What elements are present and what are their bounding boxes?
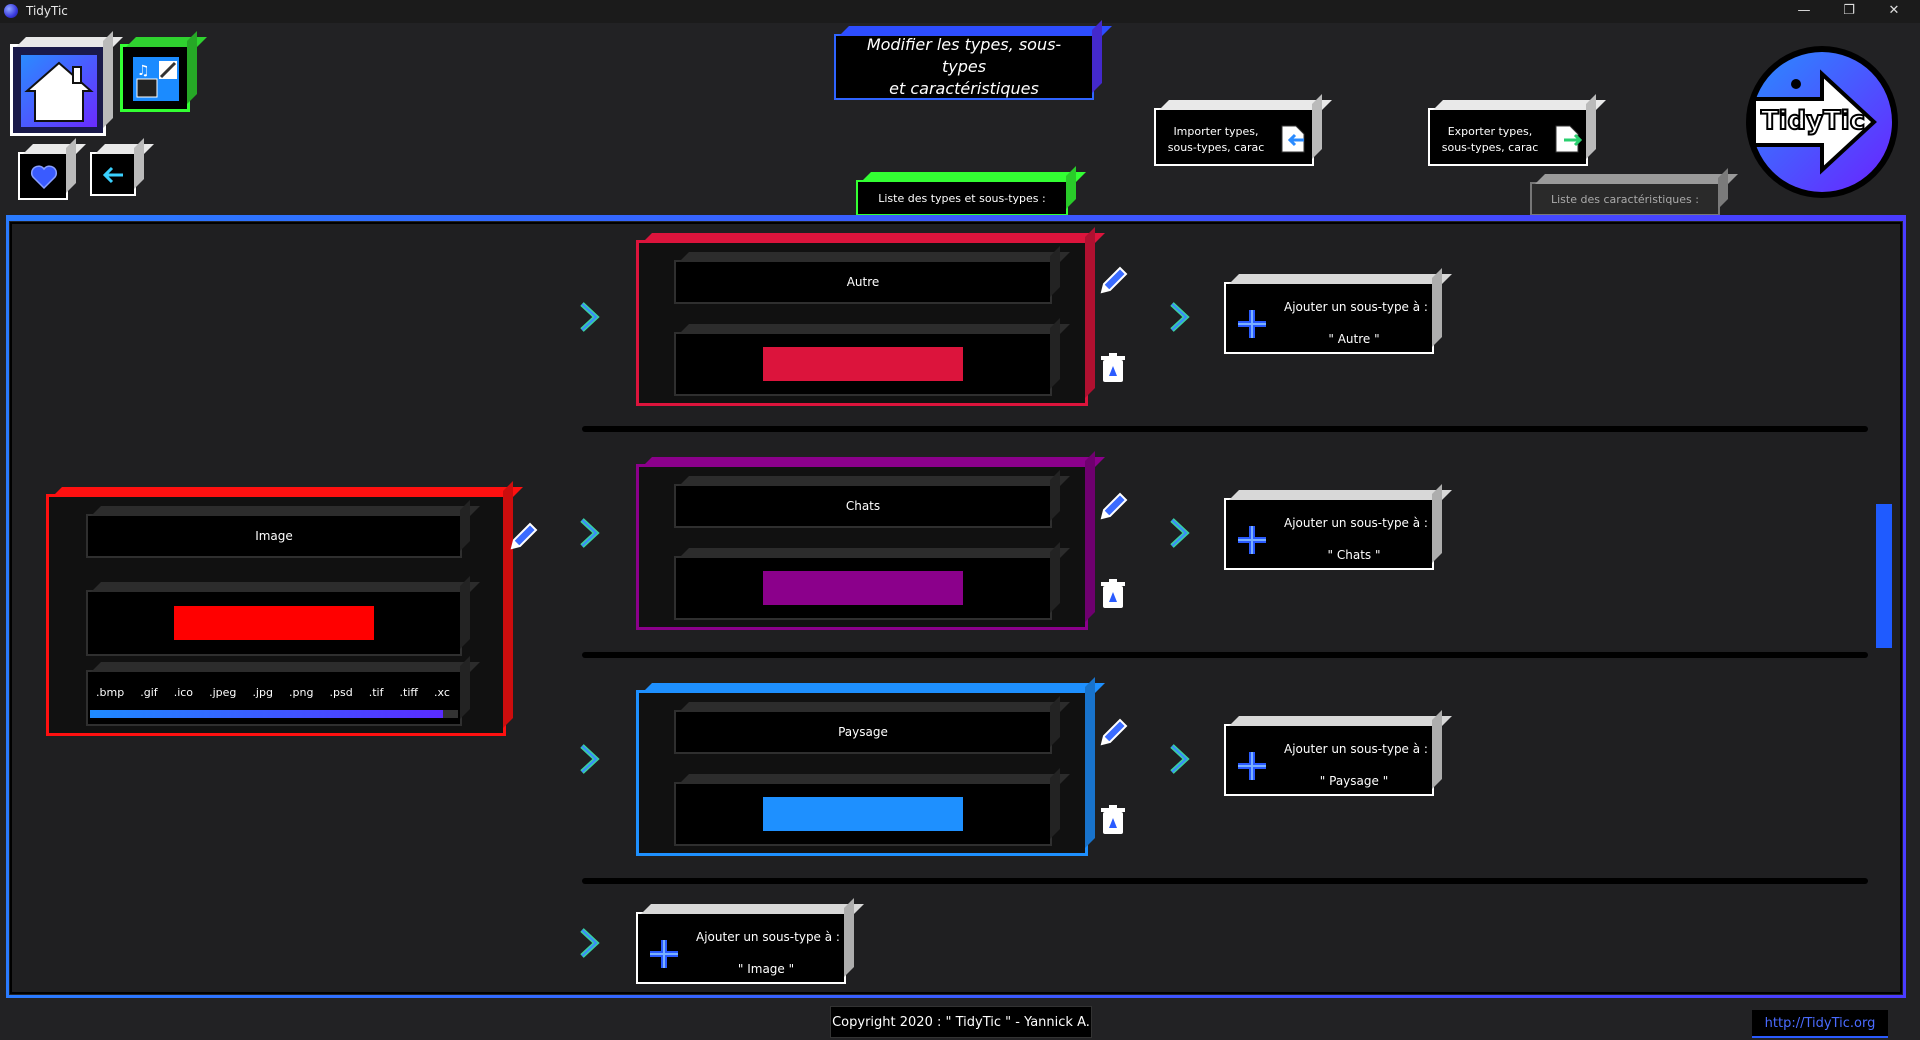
extension-item: .tiff: [399, 686, 418, 699]
import-label-2: sous-types, carac: [1167, 141, 1265, 154]
extension-item: .gif: [140, 686, 158, 699]
plus-icon: [1238, 526, 1266, 554]
extension-item: .jpg: [252, 686, 273, 699]
export-button[interactable]: Exporter types, sous-types, carac: [1428, 108, 1588, 166]
chevron-right-icon: [1170, 744, 1190, 774]
import-icon: [1281, 125, 1305, 153]
heart-icon: [30, 165, 58, 190]
add-subtype-target: " Paysage ": [1319, 774, 1389, 788]
restore-button[interactable]: ❐: [1843, 3, 1855, 18]
extension-item: .xc: [434, 686, 450, 699]
extensions-box: .bmp .gif .ico .jpeg .jpg .png .psd .tif…: [86, 670, 462, 726]
scrollbar-thumb[interactable]: [1876, 504, 1892, 648]
add-subtype-target: " Chats ": [1327, 548, 1381, 562]
subtype-name-box: Paysage: [674, 710, 1052, 754]
edit-pencil-icon[interactable]: [1096, 490, 1130, 524]
plus-icon: [1238, 310, 1266, 338]
chevron-right-icon: [1170, 302, 1190, 332]
favorites-button[interactable]: [18, 152, 68, 200]
extensions-scrollbar-thumb[interactable]: [90, 710, 444, 718]
extensions-scrollbar[interactable]: [90, 710, 458, 718]
home-button[interactable]: [10, 44, 106, 136]
plus-icon: [650, 940, 678, 968]
add-subtype-autre-button[interactable]: Ajouter un sous-type à : " Autre ": [1224, 282, 1434, 354]
arrow-left-icon: [102, 166, 123, 184]
extension-item: .ico: [173, 686, 194, 699]
tab-types-label: Liste des types et sous-types :: [878, 192, 1046, 205]
plus-icon: [1238, 752, 1266, 780]
tidytic-logo: TidyTic: [1744, 44, 1900, 200]
page-title: Modifier les types, sous-types et caracté…: [834, 34, 1094, 100]
chevron-right-icon: [580, 302, 600, 332]
trash-icon[interactable]: [1098, 352, 1128, 384]
svg-text:♫: ♫: [137, 63, 150, 79]
add-subtype-label: Ajouter un sous-type à :: [1284, 742, 1428, 756]
tab-characteristics-label: Liste des caractéristiques :: [1551, 193, 1699, 206]
chevron-right-icon: [580, 928, 600, 958]
logo-icon: [1746, 46, 1898, 198]
edit-type-pencil-icon[interactable]: [506, 520, 540, 554]
title-bar: [0, 0, 1920, 23]
copyright: Copyright 2020 : " TidyTic " - Yannick A…: [830, 1006, 1092, 1038]
subtype-color-box: [674, 556, 1052, 620]
page-title-line1: Modifier les types, sous-types: [866, 35, 1062, 76]
subtype-name: Autre: [846, 275, 880, 289]
subtype-color-box: [674, 782, 1052, 846]
add-subtype-image-button[interactable]: Ajouter un sous-type à : " Image ": [636, 912, 846, 984]
tab-characteristics[interactable]: Liste des caractéristiques :: [1530, 182, 1720, 216]
window-title: TidyTic: [26, 4, 68, 18]
add-subtype-chats-button[interactable]: Ajouter un sous-type à : " Chats ": [1224, 498, 1434, 570]
subtype-color-swatch: [763, 797, 963, 831]
trash-icon[interactable]: [1098, 804, 1128, 836]
extension-item: .psd: [329, 686, 353, 699]
media-icon: ♫: [133, 57, 179, 101]
logo-text: TidyTic: [1760, 105, 1866, 137]
tab-types[interactable]: Liste des types et sous-types :: [856, 180, 1068, 216]
app-icon: [4, 4, 18, 18]
chevron-right-icon: [1170, 518, 1190, 548]
import-button[interactable]: Importer types, sous-types, carac: [1154, 108, 1314, 166]
back-button[interactable]: [90, 152, 136, 196]
subtype-name: Paysage: [838, 725, 888, 739]
subtype-color-swatch: [763, 347, 963, 381]
subtype-color-box: [674, 332, 1052, 396]
subtype-name: Chats: [845, 499, 881, 513]
page-title-line2: et caractéristiques: [889, 79, 1039, 98]
export-icon: [1555, 125, 1582, 153]
separator: [582, 878, 1868, 884]
add-subtype-target: " Image ": [737, 962, 795, 976]
export-label-2: sous-types, carac: [1441, 141, 1539, 154]
minimize-button[interactable]: —: [1797, 3, 1811, 18]
close-button[interactable]: ✕: [1888, 3, 1900, 18]
chevron-right-icon: [580, 518, 600, 548]
extension-item: .tif: [368, 686, 384, 699]
import-label-1: Importer types,: [1173, 125, 1259, 138]
type-name: Image: [255, 529, 293, 543]
add-subtype-label: Ajouter un sous-type à :: [696, 930, 840, 944]
type-color-swatch: [174, 606, 374, 640]
subtype-color-swatch: [763, 571, 963, 605]
trash-icon[interactable]: [1098, 578, 1128, 610]
home-icon: [21, 55, 97, 127]
extension-item: .jpeg: [209, 686, 237, 699]
add-subtype-paysage-button[interactable]: Ajouter un sous-type à : " Paysage ": [1224, 724, 1434, 796]
add-subtype-target: " Autre ": [1328, 332, 1380, 346]
website-link[interactable]: http://TidyTic.org: [1752, 1010, 1888, 1038]
subtype-name-box: Chats: [674, 484, 1052, 528]
export-label-1: Exporter types,: [1447, 125, 1533, 138]
subtype-name-box: Autre: [674, 260, 1052, 304]
type-name-box: Image: [86, 514, 462, 558]
edit-pencil-icon[interactable]: [1096, 264, 1130, 298]
extension-item: .png: [289, 686, 314, 699]
separator: [582, 426, 1868, 432]
type-color-box: [86, 590, 462, 656]
add-subtype-label: Ajouter un sous-type à :: [1284, 516, 1428, 530]
separator: [582, 652, 1868, 658]
chevron-right-icon: [580, 744, 600, 774]
edit-pencil-icon[interactable]: [1096, 716, 1130, 750]
add-subtype-label: Ajouter un sous-type à :: [1284, 300, 1428, 314]
media-button[interactable]: ♫: [120, 44, 190, 112]
extension-item: .bmp: [96, 686, 125, 699]
